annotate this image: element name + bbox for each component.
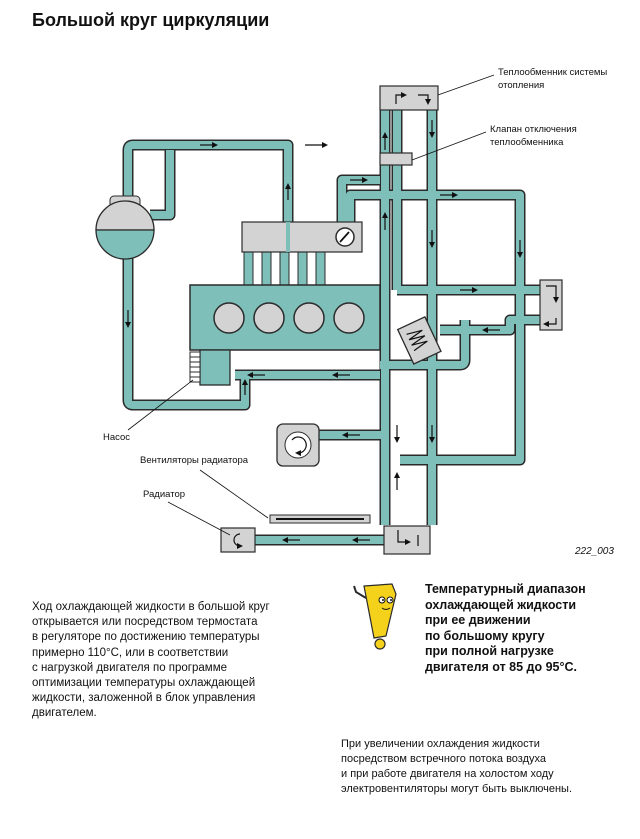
junction-box (539, 279, 563, 331)
radiator-label: Радиатор (143, 489, 186, 500)
figure-number: 222_003 (575, 546, 614, 557)
secondary-paragraph: При увеличении охлаждения жидкости посре… (341, 738, 573, 795)
heater-exchanger (379, 85, 439, 111)
page-title: Большой круг циркуляции (32, 10, 270, 30)
oil-cooler (276, 423, 320, 467)
radiator-right-tank (383, 525, 431, 555)
thermostat (396, 316, 442, 365)
radiator-left-tank (220, 527, 256, 553)
heater-shutoff-valve (379, 152, 413, 166)
heater-label: Теплообменник системы отопления (498, 67, 608, 91)
mascot-icon (353, 583, 397, 650)
pump-label: Насос (103, 432, 131, 443)
fans-label: Вентиляторы радиатора (140, 455, 249, 466)
expansion-tank (95, 195, 155, 260)
main-paragraph: Ход охлаждающей жидкости в большой круг … (32, 601, 270, 720)
cylinders (213, 302, 365, 334)
leader-lines (127, 74, 495, 536)
pump (199, 349, 231, 386)
cooling-circuit-diagram (95, 74, 563, 555)
temperature-note: Температурный диапазон охлаждающей жидко… (425, 582, 586, 674)
flow-arrows (125, 120, 523, 543)
valve-label: Клапан отключения теплообменника (490, 124, 577, 148)
runners (243, 249, 326, 286)
